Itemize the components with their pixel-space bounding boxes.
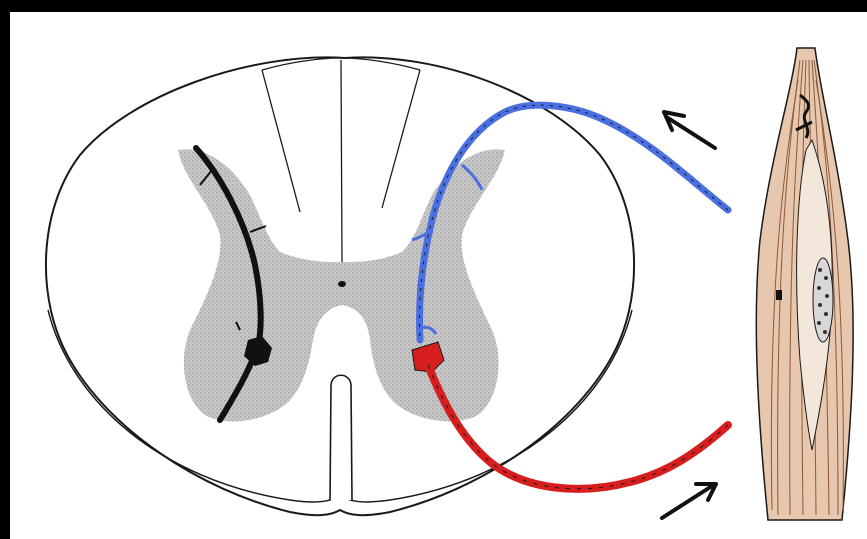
spindle-marker xyxy=(776,290,782,300)
muscle-spindle xyxy=(756,48,853,520)
spindle-nuclear-bag xyxy=(813,258,833,342)
ventral-median-fissure xyxy=(330,375,352,500)
upper-arrow-shaft xyxy=(668,118,715,148)
upper-arrow xyxy=(664,112,715,148)
lower-arrow xyxy=(662,484,716,518)
central-canal xyxy=(338,281,346,287)
lower-arrow-shaft xyxy=(662,486,712,518)
